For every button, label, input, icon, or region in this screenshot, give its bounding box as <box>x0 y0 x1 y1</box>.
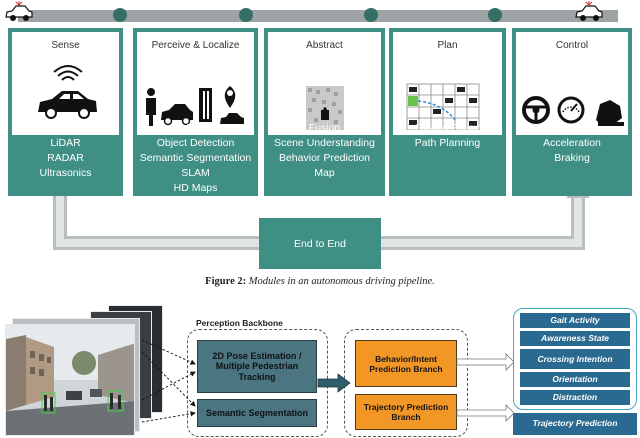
segmentation-box: Semantic Segmentation <box>197 399 317 427</box>
output-distraction: Distraction <box>520 390 630 405</box>
module-header: Sense <box>12 32 119 135</box>
module-item: Map <box>314 167 335 179</box>
module-item: LiDAR <box>50 137 81 149</box>
input-frame-stack <box>0 300 165 438</box>
timeline-node <box>239 8 253 22</box>
trajectory-branch: Trajectory Prediction Branch <box>355 394 457 430</box>
module-item: Fusion <box>308 122 341 134</box>
timeline-track <box>18 10 618 22</box>
occupancy-grid-icon <box>306 86 344 130</box>
module-header: Perceive & Localize <box>137 32 254 135</box>
module-sense: Sense Cameras LiDAR RADAR Ultrasonics <box>8 28 123 196</box>
backbone-title: Perception Backbone <box>196 318 283 328</box>
module-item: Object Detection <box>156 137 235 149</box>
module-items: Fusion Scene Understanding Behavior Pred… <box>264 121 385 181</box>
end-to-end-loop-arrow <box>53 184 590 250</box>
module-items: Cameras LiDAR RADAR Ultrasonics <box>8 121 123 181</box>
module-item: Ultrasonics <box>39 167 92 179</box>
wheel-gauge-pedal-icon <box>522 96 624 126</box>
module-title: Plan <box>437 40 458 51</box>
module-header: Plan <box>393 32 502 135</box>
module-header: Control <box>516 32 628 135</box>
module-item: SLAM <box>181 167 210 179</box>
module-title: Control <box>555 40 589 51</box>
module-item: Semantic Segmentation <box>139 152 252 164</box>
module-item: Cameras <box>44 122 87 134</box>
output-gait-activity: Gait Activity <box>520 313 630 328</box>
module-items: Driving Policy Path Planning <box>389 121 506 151</box>
module-title: Abstract <box>306 40 343 51</box>
module-header: Abstract <box>268 32 381 135</box>
module-abstract: Abstract Fusion Scene Understanding Beha… <box>264 28 385 196</box>
end-to-end-box: End to End <box>259 218 381 269</box>
module-items: Steering Acceleration Braking <box>512 121 632 166</box>
module-item: Braking <box>554 152 590 164</box>
figure-caption: Figure 2: Modules in an autonomous drivi… <box>0 276 640 287</box>
timeline-node <box>488 8 502 22</box>
street-scene-frame <box>5 324 135 436</box>
output-trajectory-prediction: Trajectory Prediction <box>513 413 637 435</box>
end-car-icon <box>575 1 603 21</box>
module-item: Acceleration <box>543 137 601 149</box>
module-items: Lane Detection Object Detection Semantic… <box>133 121 258 196</box>
output-awareness-state: Awareness State <box>520 331 630 346</box>
pedestrian-car-map-icon <box>146 86 244 126</box>
timeline-node <box>364 8 378 22</box>
output-orientation: Orientation <box>520 372 630 387</box>
pose-tracking-box: 2D Pose Estimation / Multiple Pedestrian… <box>197 340 317 393</box>
module-item: Steering <box>552 122 592 134</box>
module-item: Driving Policy <box>415 122 480 134</box>
module-item: RADAR <box>47 152 84 164</box>
module-title: Sense <box>51 40 80 51</box>
module-control: Control Steering Acceleration Braking <box>512 28 632 196</box>
caption-text: Modules in an autonomous driving pipelin… <box>248 276 435 287</box>
module-item: HD Maps <box>173 182 218 194</box>
grid-route-icon <box>406 83 480 130</box>
module-plan: Plan Driving Policy Path Planning <box>389 28 506 196</box>
module-title: Perceive & Localize <box>151 40 240 51</box>
module-item: Behavior Prediction <box>278 152 371 164</box>
module-perceive-localize: Perceive & Localize Lane Detection Objec… <box>133 28 258 196</box>
module-item: Lane Detection <box>160 122 231 134</box>
caption-label: Figure 2: <box>205 276 247 287</box>
timeline-node <box>113 8 127 22</box>
behavior-intent-branch: Behavior/Intent Prediction Branch <box>355 340 457 387</box>
module-item: Path Planning <box>414 137 481 149</box>
output-crossing-intention: Crossing Intention <box>520 349 630 369</box>
module-item: Scene Understanding <box>274 137 375 149</box>
start-car-icon <box>5 1 33 21</box>
car-sensor-icon <box>38 65 97 119</box>
